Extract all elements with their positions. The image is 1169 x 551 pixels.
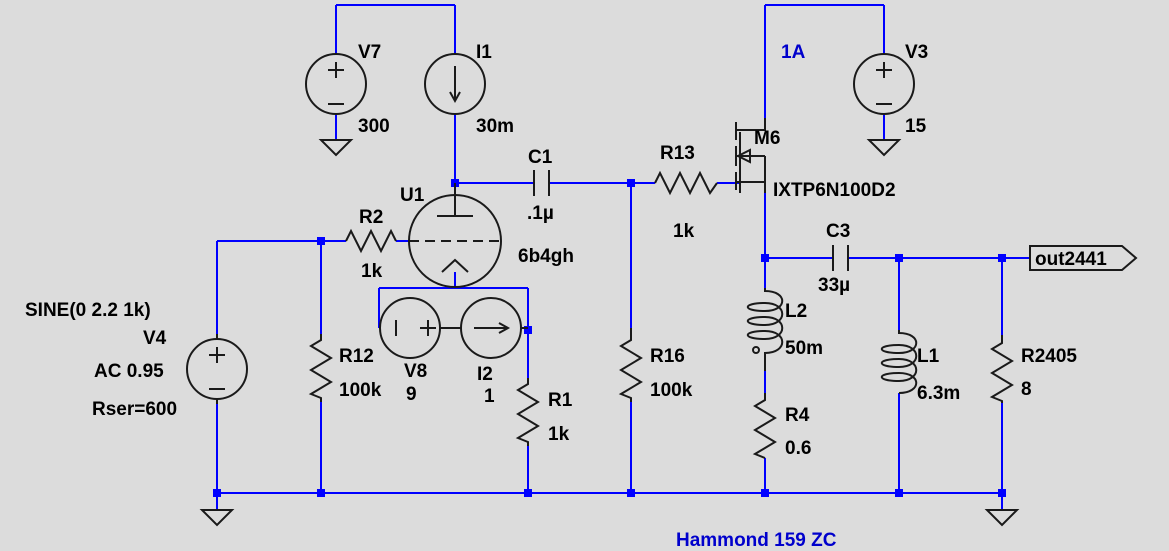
v8-name: V8 <box>404 361 427 382</box>
l1-value: 6.3m <box>917 383 960 404</box>
r13-value: 1k <box>673 221 695 242</box>
vacuum-tube-u1[interactable] <box>408 183 502 288</box>
r16-value: 100k <box>650 380 693 401</box>
resistor-r1[interactable] <box>515 378 540 446</box>
i2-value: 1 <box>484 386 495 407</box>
ground-symbol <box>318 139 354 157</box>
inductor-l2[interactable] <box>746 288 784 371</box>
l1-name: L1 <box>917 346 940 367</box>
voltage-source-v8[interactable] <box>379 297 441 359</box>
c1-name: C1 <box>528 147 553 168</box>
r1-value: 1k <box>548 424 570 445</box>
l2-name: L2 <box>785 301 807 322</box>
v7-name: V7 <box>358 42 381 63</box>
l2-value: 50m <box>785 338 823 359</box>
resistor-r12[interactable] <box>308 334 333 402</box>
v4-ac: AC 0.95 <box>94 361 164 382</box>
voltage-source-v7[interactable] <box>305 53 367 115</box>
v3-value: 15 <box>905 116 927 137</box>
ground-symbol <box>984 509 1020 527</box>
r2405-name: R2405 <box>1021 346 1077 367</box>
r2-value: 1k <box>361 261 383 282</box>
current-source-i2[interactable] <box>441 297 528 359</box>
out-label-text: out2441 <box>1035 249 1107 270</box>
current-source-i1[interactable] <box>424 53 486 115</box>
r2405-value: 8 <box>1021 379 1032 400</box>
c1-value: .1µ <box>527 203 554 224</box>
voltage-source-v3[interactable] <box>853 53 915 115</box>
i1-name: I1 <box>476 42 492 63</box>
mosfet-m6[interactable] <box>735 118 766 193</box>
i1-value: 30m <box>476 116 514 137</box>
u1-name: U1 <box>400 185 425 206</box>
v4-rser: Rser=600 <box>92 399 177 420</box>
v4-function: SINE(0 2.2 1k) <box>25 300 151 321</box>
r12-value: 100k <box>339 380 382 401</box>
capacitor-c1[interactable] <box>533 170 550 196</box>
ground-symbol <box>199 509 235 527</box>
capacitor-c3[interactable] <box>832 245 849 271</box>
resistor-r13[interactable] <box>654 170 718 196</box>
r2-name: R2 <box>359 207 383 228</box>
r12-name: R12 <box>339 346 374 367</box>
wires <box>216 4 1030 510</box>
i2-name: I2 <box>477 364 493 385</box>
c3-name: C3 <box>826 221 850 242</box>
drain-current-note: 1A <box>781 42 806 63</box>
voltage-source-v4[interactable] <box>186 334 248 404</box>
resistor-r4[interactable] <box>752 393 777 459</box>
u1-model: 6b4gh <box>518 246 574 267</box>
junction-dots <box>213 179 1006 497</box>
r13-name: R13 <box>660 143 695 164</box>
resistor-r2[interactable] <box>345 228 397 254</box>
inductor-l1[interactable] <box>880 330 918 394</box>
r4-value: 0.6 <box>785 438 811 459</box>
schematic-comment: Hammond 159 ZC <box>676 530 837 551</box>
v8-value: 9 <box>406 384 417 405</box>
resistor-r2405[interactable] <box>989 335 1014 403</box>
ground-symbol <box>866 139 902 157</box>
r4-name: R4 <box>785 405 810 426</box>
v7-value: 300 <box>358 116 390 137</box>
resistor-r16[interactable] <box>618 328 643 402</box>
r1-name: R1 <box>548 390 573 411</box>
r16-name: R16 <box>650 346 685 367</box>
v4-name: V4 <box>143 328 167 349</box>
c3-value: 33µ <box>818 275 850 296</box>
out-net-label[interactable]: out2441 <box>1029 245 1138 271</box>
m6-name: M6 <box>754 128 780 149</box>
m6-model: IXTP6N100D2 <box>773 180 896 201</box>
v3-name: V3 <box>905 42 928 63</box>
